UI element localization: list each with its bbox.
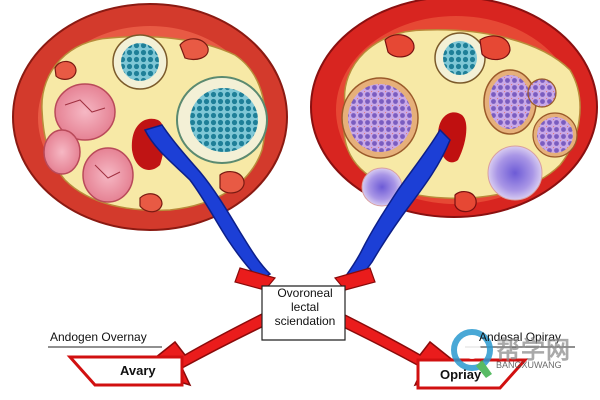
center-label-box: [261, 285, 346, 341]
left-box-label: Avary: [120, 363, 156, 378]
watermark-subtext: BANGXUWANG: [496, 360, 562, 370]
left-caption: Andogen Overnay: [50, 330, 147, 344]
right-violet-spot-2: [487, 145, 543, 201]
left-label-box: [66, 355, 184, 387]
right-caption: Andosal Opiray: [479, 330, 562, 344]
watermark-logo-icon: [451, 329, 493, 378]
left-red-arrow: [234, 267, 277, 291]
right-red-arrow: [333, 267, 376, 291]
left-ovary: [12, 3, 288, 231]
center-label: Ovoroneal lectal sciendation: [262, 286, 348, 328]
right-box-label: Opriay: [440, 367, 482, 382]
left-pink-cell-3: [82, 147, 134, 203]
watermark-text: 帮学网: [496, 337, 571, 364]
left-pink-cell-1: [54, 83, 116, 141]
right-ovary: [310, 0, 598, 218]
left-pink-cell-2: [43, 129, 81, 175]
right-follicle-purple-3: [527, 78, 557, 108]
center-label-line-1: Ovoroneal: [277, 286, 333, 300]
center-label-line-3: sciendation: [274, 314, 336, 328]
center-label-line-2: lectal: [290, 300, 319, 314]
